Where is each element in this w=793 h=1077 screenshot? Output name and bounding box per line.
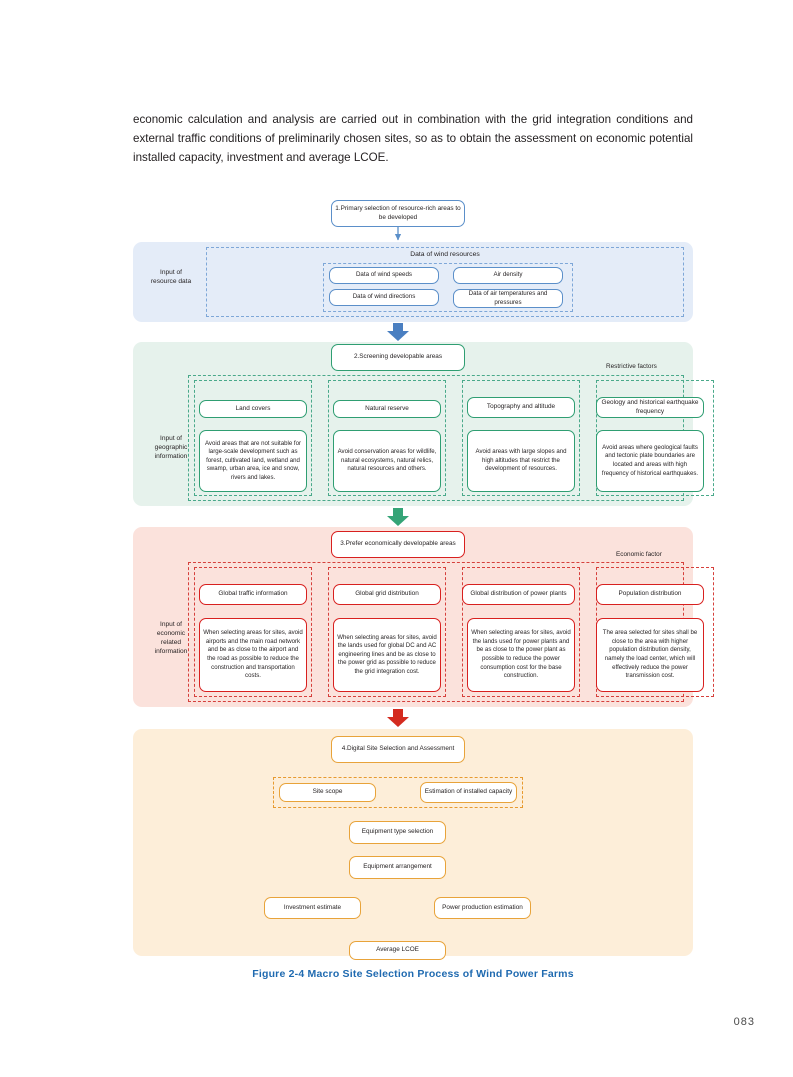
node-label: Global distribution of power plants (470, 590, 567, 598)
band-label-geographic-information: Input of geographic information (154, 435, 188, 460)
node-label: Global grid distribution (355, 590, 419, 598)
node-data-of-wind-speeds[interactable]: Data of wind speeds (329, 267, 439, 284)
node-label: Estimation of installed capacity (424, 788, 513, 796)
node-data-of-wind-directions[interactable]: Data of wind directions (329, 289, 439, 306)
node-land-covers[interactable]: Land covers (199, 400, 307, 418)
node-global-traffic-desc[interactable]: When selecting areas for sites, avoid ai… (199, 618, 307, 692)
node-label: Land covers (235, 404, 271, 412)
tag-restrictive-factors: Restrictive factors (606, 363, 657, 370)
band-label-economic-information: Input of economic related information (154, 621, 188, 655)
node-equipment-arrangement[interactable]: Equipment arrangement (349, 856, 446, 879)
step2-title-box[interactable]: 2.Screening developable areas (331, 344, 465, 371)
node-label: Equipment arrangement (363, 863, 432, 871)
node-label: Avoid areas that are not suitable for la… (204, 439, 302, 481)
node-geology-earthquake-desc[interactable]: Avoid areas where geological faults and … (596, 430, 704, 492)
node-equipment-type-selection[interactable]: Equipment type selection (349, 821, 446, 844)
step3-title-box[interactable]: 3.Prefer economically developable areas (331, 531, 465, 558)
node-label: When selecting areas for sites, avoid th… (337, 633, 437, 675)
wind-resources-group-title: Data of wind resources (410, 251, 480, 258)
node-topography-altitude-desc[interactable]: Avoid areas with large slopes and high a… (467, 430, 575, 492)
tag-economic-factor: Economic factor (616, 551, 662, 558)
node-label: Average LCOE (376, 946, 419, 954)
node-label: Global traffic information (218, 590, 288, 598)
node-global-grid-distribution[interactable]: Global grid distribution (333, 584, 441, 605)
node-natural-reserve[interactable]: Natural reserve (333, 400, 441, 418)
node-population-distribution-desc[interactable]: The area selected for sites shall be clo… (596, 618, 704, 692)
node-power-plants-desc[interactable]: When selecting areas for sites, avoid th… (467, 618, 575, 692)
node-label: Air density (493, 271, 523, 279)
node-label: Data of wind directions (352, 293, 416, 301)
node-investment-estimate[interactable]: Investment estimate (264, 897, 361, 919)
node-land-covers-desc[interactable]: Avoid areas that are not suitable for la… (199, 430, 307, 492)
node-estimation-installed-capacity[interactable]: Estimation of installed capacity (420, 782, 517, 803)
page-number: 083 (733, 1016, 755, 1028)
node-label: Geology and historical earthquake freque… (601, 399, 699, 415)
node-label: Data of air temperatures and pressures (468, 290, 548, 306)
economic-col-3 (462, 567, 580, 697)
band-label-resource-data: Input of resource data (150, 269, 192, 285)
node-data-of-air-temperatures[interactable]: Data of air temperatures and pressures (453, 289, 563, 308)
node-geology-earthquake[interactable]: Geology and historical earthquake freque… (596, 397, 704, 418)
site-scope-group (273, 777, 523, 808)
node-label: Site scope (312, 788, 343, 796)
node-label: When selecting areas for sites, avoid th… (471, 629, 571, 680)
node-label: Topography and altitude (486, 403, 556, 411)
economic-col-2 (328, 567, 446, 697)
step4-title: 4.Digital Site Selection and Assessment (341, 745, 455, 753)
node-air-density[interactable]: Air density (453, 267, 563, 284)
intro-paragraph: economic calculation and analysis are ca… (133, 110, 693, 167)
node-label: Avoid areas with large slopes and high a… (475, 448, 567, 473)
node-global-distribution-power-plants[interactable]: Global distribution of power plants (462, 584, 575, 605)
node-natural-reserve-desc[interactable]: Avoid conservation areas for wildlife, n… (333, 430, 441, 492)
restrictive-col-3 (462, 380, 580, 496)
node-label: Avoid areas where geological faults and … (601, 443, 699, 477)
wind-resources-inner-group (323, 263, 573, 312)
restrictive-col-1 (194, 380, 312, 496)
economic-col-1 (194, 567, 312, 697)
wind-resources-group (206, 247, 684, 317)
step1-title: 1.Primary selection of resource-rich are… (335, 205, 461, 221)
node-label: Investment estimate (283, 903, 342, 911)
restrictive-col-2 (328, 380, 446, 496)
node-label: The area selected for sites shall be clo… (602, 629, 698, 680)
node-label: Natural reserve (365, 404, 409, 412)
node-average-lcoe[interactable]: Average LCOE (349, 941, 446, 960)
node-global-traffic-information[interactable]: Global traffic information (199, 584, 307, 605)
node-label: Avoid conservation areas for wildlife, n… (337, 448, 437, 473)
node-site-scope[interactable]: Site scope (279, 783, 376, 802)
step2-title: 2.Screening developable areas (353, 353, 443, 361)
node-power-production-estimation[interactable]: Power production estimation (434, 897, 531, 919)
node-topography-altitude[interactable]: Topography and altitude (467, 397, 575, 418)
node-label: When selecting areas for sites, avoid ai… (203, 629, 303, 680)
figure-caption: Figure 2-4 Macro Site Selection Process … (252, 968, 574, 980)
step1-title-box[interactable]: 1.Primary selection of resource-rich are… (331, 200, 465, 227)
intro-text: economic calculation and analysis are ca… (133, 113, 693, 164)
node-label: Data of wind speeds (355, 271, 413, 279)
step4-title-box[interactable]: 4.Digital Site Selection and Assessment (331, 736, 465, 763)
node-global-grid-desc[interactable]: When selecting areas for sites, avoid th… (333, 618, 441, 692)
node-population-distribution[interactable]: Population distribution (596, 584, 704, 605)
figure-diagram: 1.Primary selection of resource-rich are… (133, 196, 714, 960)
node-label: Population distribution (618, 590, 682, 598)
step3-title: 3.Prefer economically developable areas (340, 540, 456, 548)
node-label: Equipment type selection (361, 828, 434, 836)
node-label: Power production estimation (442, 903, 523, 911)
